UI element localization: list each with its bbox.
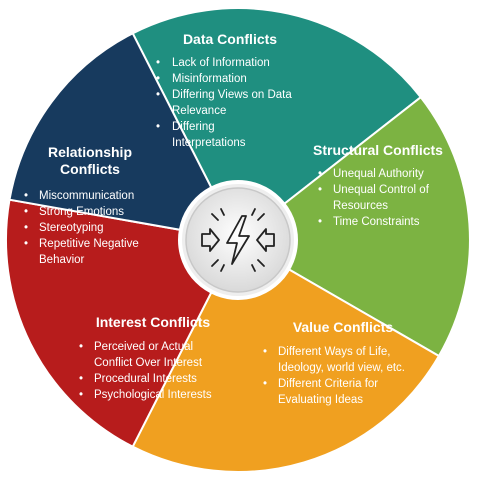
bullet-icon: • [24, 190, 28, 202]
segment-item-value: Different Ways of Life, [278, 346, 391, 358]
segment-item-value: Ideology, world view, etc. [278, 362, 405, 374]
segment-item-structural: Unequal Authority [333, 168, 424, 180]
bullet-icon: • [156, 89, 160, 101]
bullet-icon: • [263, 378, 267, 390]
segment-item-relationship: Stereotyping [39, 222, 104, 234]
bullet-icon: • [79, 373, 83, 385]
segment-item-relationship: Repetitive Negative [39, 238, 139, 250]
segment-item-interest: Perceived or Actual [94, 341, 193, 353]
bullet-icon: • [318, 216, 322, 228]
segment-item-interest: Procedural Interests [94, 373, 197, 385]
segment-interest [5, 198, 240, 449]
segment-title-relationship: Relationship [48, 144, 132, 160]
conflict-lightning-icon [201, 208, 275, 272]
bullet-icon: • [79, 389, 83, 401]
label-group-structural: Structural Conflicts • Unequal Authority • U… [313, 142, 443, 228]
segment-item-interest: Psychological Interests [94, 389, 212, 401]
bullet-icon: • [263, 346, 267, 358]
segment-item-structural: Unequal Control of [333, 184, 430, 196]
bullet-icon: • [24, 238, 28, 250]
segment-item-data: Interpretations [172, 137, 246, 149]
bullet-icon: • [79, 341, 83, 353]
bullet-icon: • [156, 57, 160, 69]
segment-title-data: Data Conflicts [183, 31, 277, 47]
segment-title-relationship: Conflicts [60, 161, 120, 177]
segment-item-data: Misinformation [172, 73, 247, 85]
bullet-icon: • [24, 206, 28, 218]
segment-item-relationship: Strong Emotions [39, 206, 124, 218]
segment-title-interest: Interest Conflicts [96, 314, 211, 330]
bullet-icon: • [318, 184, 322, 196]
bullet-icon: • [156, 73, 160, 85]
wheel-labels: Data Conflicts • Lack of Information • Misin… [24, 31, 443, 406]
segment-item-value: Different Criteria for [278, 378, 378, 390]
bullet-icon: • [318, 168, 322, 180]
segment-item-data: Relevance [172, 105, 226, 117]
segment-item-interest: Conflict Over Interest [94, 357, 203, 369]
segment-item-data: Lack of Information [172, 57, 270, 69]
bullet-icon: • [24, 222, 28, 234]
segment-item-structural: Resources [333, 200, 388, 212]
segment-item-value: Evaluating Ideas [278, 394, 363, 406]
segment-relationship [8, 31, 240, 242]
label-group-interest: Interest Conflicts • Perceived or ActualCo… [79, 314, 212, 401]
segment-structural [236, 95, 471, 358]
segment-title-structural: Structural Conflicts [313, 142, 443, 158]
segment-item-data: Differing [172, 121, 215, 133]
segment-item-data: Differing Views on Data [172, 89, 292, 101]
label-group-data: Data Conflicts • Lack of Information • Misin… [156, 31, 292, 149]
bullet-icon: • [156, 121, 160, 133]
wheel-segments [5, 7, 471, 473]
segment-data [131, 7, 423, 242]
segment-item-relationship: Behavior [39, 254, 85, 266]
segment-item-relationship: Miscommunication [39, 190, 134, 202]
segment-title-value: Value Conflicts [293, 319, 394, 335]
segment-item-structural: Time Constraints [333, 216, 420, 228]
label-group-value: Value Conflicts • Different Ways of Life, I… [263, 319, 405, 406]
